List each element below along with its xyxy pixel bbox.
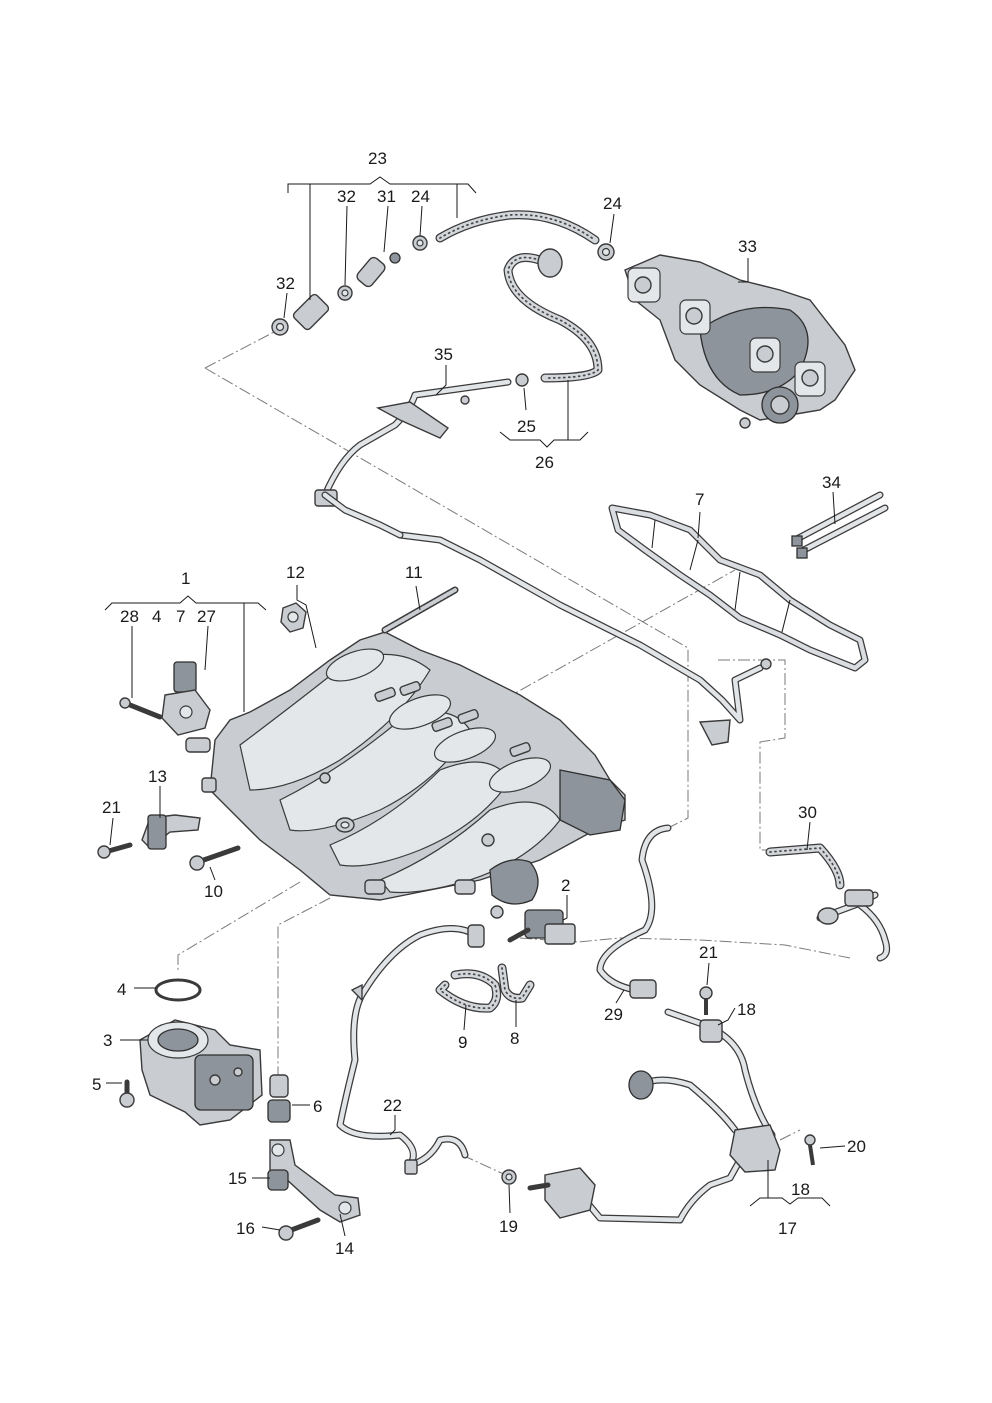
callout-7: 7 (176, 607, 185, 626)
callout-24: 24 (411, 187, 430, 206)
callout-8: 8 (510, 1029, 519, 1048)
callout-22: 22 (383, 1096, 402, 1115)
callout-21: 21 (102, 798, 121, 817)
callout-26: 26 (535, 453, 554, 472)
callout-10: 10 (204, 882, 223, 901)
callout-29: 29 (604, 1005, 623, 1024)
callout-32: 32 (276, 274, 295, 293)
valve-and-short-hoses (435, 909, 576, 1013)
callout-34: 34 (822, 473, 841, 492)
support-bracket (267, 1074, 361, 1241)
callout-1: 1 (181, 569, 190, 588)
callout-11: 11 (405, 563, 423, 582)
intake-gasket (608, 504, 869, 672)
callout-27: 27 (197, 607, 216, 626)
callout-6: 6 (313, 1097, 322, 1116)
bolt-10 (189, 845, 241, 871)
exhaust-manifold-turbo (624, 254, 856, 429)
callout-24: 24 (603, 194, 622, 213)
callout-18: 18 (737, 1000, 756, 1019)
callout-5: 5 (92, 1075, 101, 1094)
long-pipe (321, 491, 772, 746)
callout-12: 12 (286, 563, 305, 582)
callout-31: 31 (377, 187, 396, 206)
cable-ties (791, 491, 889, 559)
nut (280, 602, 307, 633)
callout-9: 9 (458, 1033, 467, 1052)
position-sensor (97, 814, 201, 859)
callout-32: 32 (337, 187, 356, 206)
callout-16: 16 (236, 1219, 255, 1238)
callout-7: 7 (695, 490, 704, 509)
callout-19: 19 (499, 1217, 518, 1236)
callout-23: 23 (368, 149, 387, 168)
callout-28: 28 (120, 607, 139, 626)
valve-lower (501, 1167, 596, 1219)
callout-15: 15 (228, 1169, 247, 1188)
callout-18: 18 (791, 1180, 810, 1199)
callout-3: 3 (103, 1031, 112, 1050)
callout-35: 35 (434, 345, 453, 364)
callout-25: 25 (517, 417, 536, 436)
callout-14: 14 (335, 1239, 354, 1258)
pressure-sensor (119, 661, 211, 736)
callout-20: 20 (847, 1137, 866, 1156)
intake-manifold (185, 631, 626, 919)
callout-2: 2 (561, 876, 570, 895)
hose-30-connector (765, 843, 891, 962)
callout-4: 4 (152, 607, 161, 626)
return-hose (596, 824, 672, 999)
callout-33: 33 (738, 237, 757, 256)
callout-labels: 23 32 31 24 32 24 33 35 25 26 7 34 1 28 … (92, 149, 866, 1258)
breather-pipe (314, 378, 512, 507)
callout-17: 17 (778, 1219, 797, 1238)
throttle-body (119, 978, 263, 1126)
breather-hose-assembly (271, 210, 615, 387)
callout-30: 30 (798, 803, 817, 822)
callout-4: 4 (117, 980, 126, 999)
callout-21: 21 (699, 943, 718, 962)
vacuum-line (336, 924, 485, 1175)
callout-13: 13 (148, 767, 167, 786)
leader-lines (104, 176, 846, 1237)
